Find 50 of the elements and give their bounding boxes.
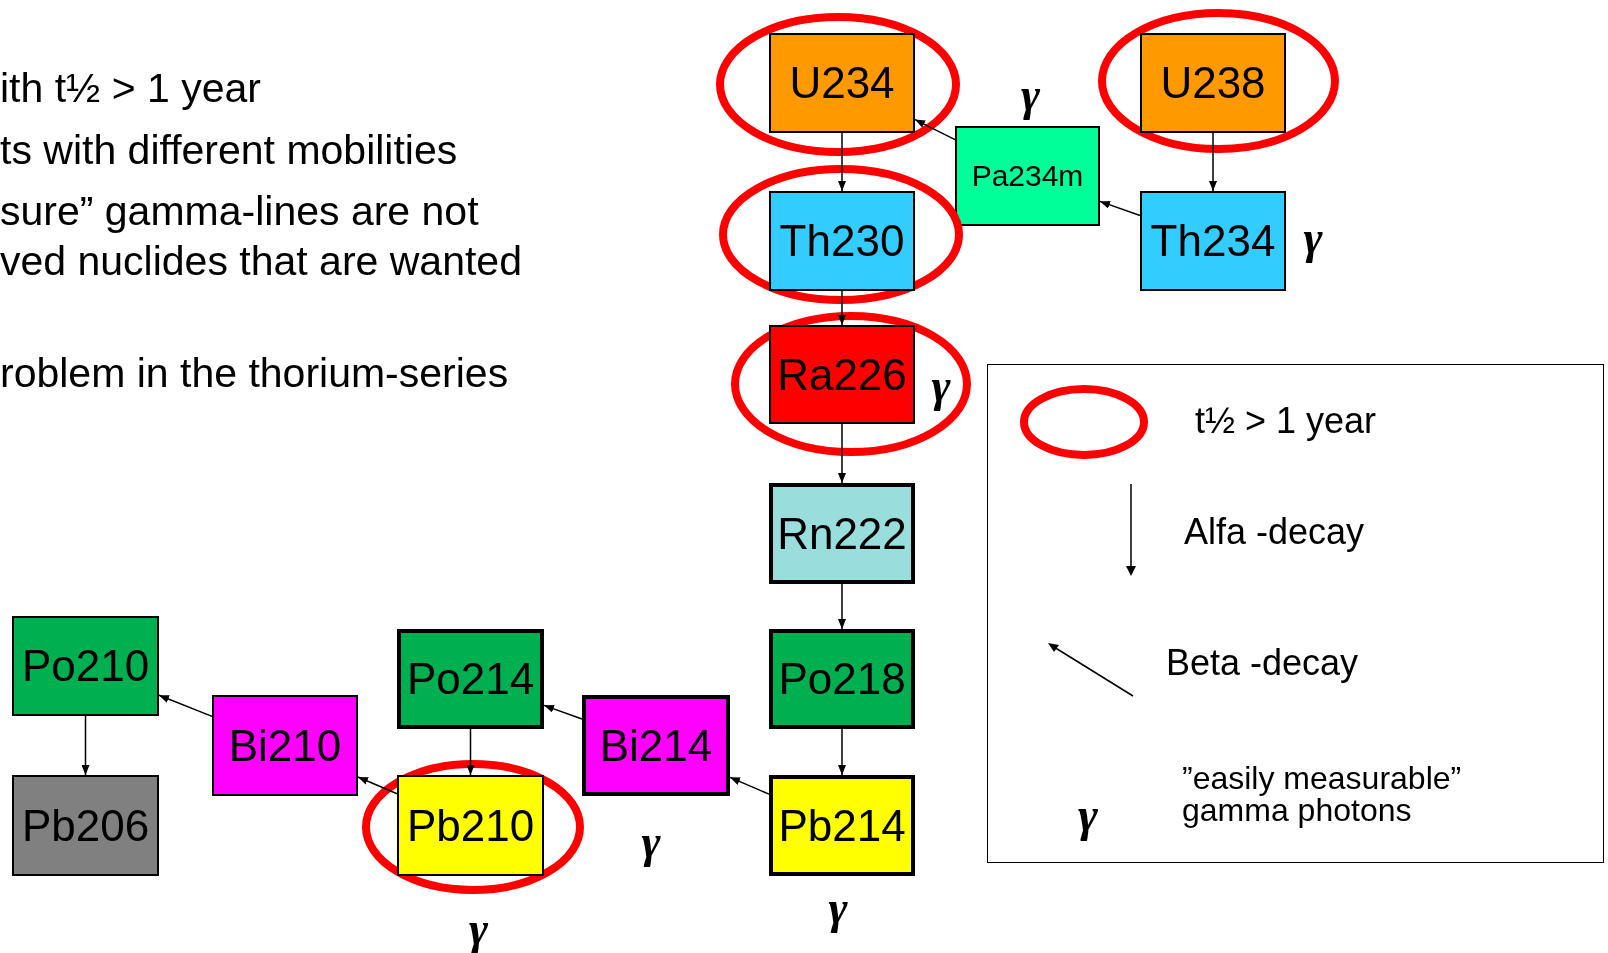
- text-line: sure” gamma-lines are not: [0, 191, 479, 232]
- decay-arrow: [914, 118, 956, 141]
- decay-arrow: [838, 423, 846, 484]
- decay-arrow: [357, 776, 398, 795]
- gamma-symbol: γ: [1303, 215, 1323, 261]
- decay-arrow: [838, 290, 846, 326]
- nuclide-box: U238: [1140, 33, 1286, 133]
- ellipse-outline: [730, 311, 972, 457]
- decay-arrow: [838, 728, 846, 776]
- gamma-symbol: γ: [468, 905, 489, 952]
- nuclide-box: Ra226: [769, 325, 915, 424]
- decay-arrow: [1099, 200, 1141, 217]
- ellipse-outline: [715, 12, 961, 157]
- gamma-symbol: γ: [1078, 791, 1098, 839]
- decay-arrow: [838, 583, 846, 630]
- text-line: ts with different mobilities: [0, 130, 458, 171]
- nuclide-box: Po210: [12, 616, 159, 716]
- ellipse-outline: [361, 759, 585, 895]
- legend-label: ”easily measurable” gamma photons: [1182, 762, 1463, 826]
- nuclide-box: Bi214: [582, 695, 730, 796]
- nuclide-box: U234: [769, 33, 915, 133]
- nuclide-box: Pb206: [12, 775, 159, 876]
- nuclide-box: Pb214: [769, 775, 915, 876]
- decay-arrow: [158, 694, 213, 718]
- ellipse-outline: [1097, 8, 1340, 154]
- decay-arrow: [543, 704, 583, 720]
- nuclide-box: Po218: [769, 629, 915, 729]
- nuclide-box: Pa234m: [955, 126, 1100, 226]
- legend-label: t½ > 1 year: [1195, 403, 1377, 439]
- gamma-symbol: γ: [1020, 72, 1041, 118]
- decay-arrow: [838, 132, 846, 192]
- nuclide-box: Rn222: [769, 483, 915, 584]
- decay-arrow: [81, 715, 90, 776]
- text-line: ved nuclides that are wanted: [0, 241, 522, 282]
- nuclide-box: Bi210: [212, 695, 358, 796]
- nuclide-box: Po214: [397, 629, 544, 729]
- decay-arrow: [466, 728, 475, 776]
- gamma-symbol: γ: [641, 818, 661, 865]
- legend-label: Alfa -decay: [1184, 514, 1365, 550]
- nuclide-box: Th234: [1140, 191, 1286, 291]
- decay-arrow: [729, 776, 770, 795]
- nuclide-box: Th230: [769, 191, 915, 291]
- nuclide-box: Pb210: [397, 775, 544, 876]
- gamma-symbol: γ: [828, 884, 848, 931]
- text-line: ith t½ > 1 year: [0, 68, 261, 109]
- decay-arrow: [1209, 132, 1217, 192]
- ellipse-outline: [718, 164, 964, 305]
- text-line: roblem in the thorium-series: [0, 353, 509, 394]
- gamma-symbol: γ: [931, 362, 951, 409]
- legend-label: Beta -decay: [1166, 645, 1359, 681]
